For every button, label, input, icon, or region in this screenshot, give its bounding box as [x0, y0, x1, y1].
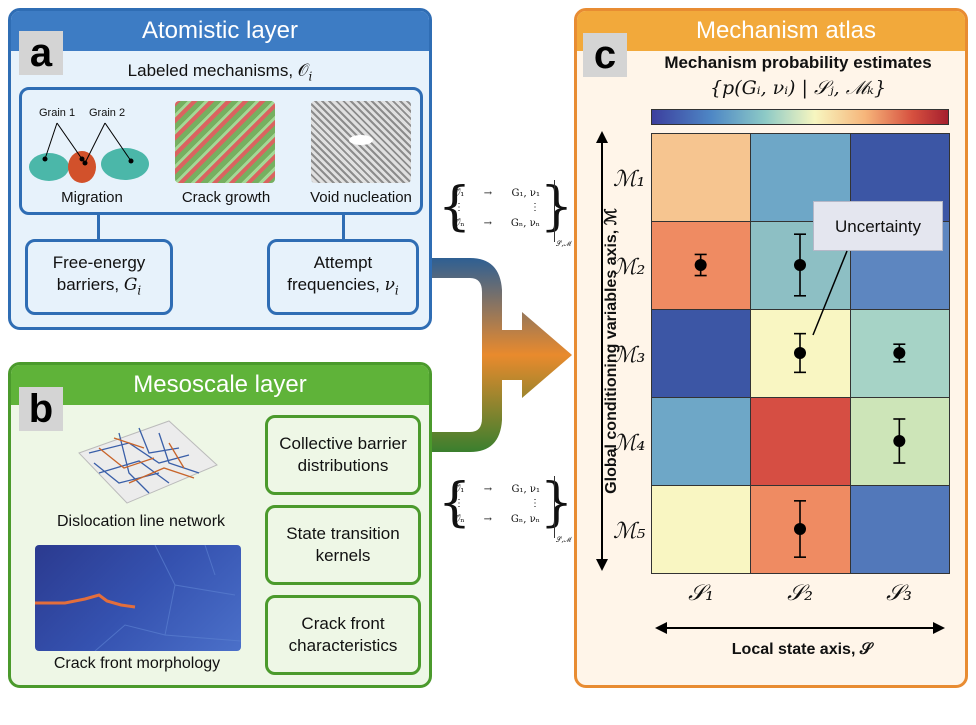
col-label-s3: 𝒮₃	[886, 581, 912, 606]
panel-c: Mechanism atlas c Mechanism probability …	[574, 8, 968, 688]
heatmap-cell	[750, 485, 851, 574]
matrix-top-row2: ⋮⋮	[454, 202, 540, 213]
matrix-top-row3: 𝒪ₙ→Gₙ, νₙ	[454, 218, 540, 229]
error-bar	[893, 418, 906, 464]
crack-growth-image	[175, 101, 275, 183]
error-bar	[794, 332, 806, 374]
y-axis-arrow	[596, 131, 608, 571]
panel-a-title: Atomistic layer	[141, 17, 299, 44]
panel-a-letter: a	[19, 31, 63, 75]
migration-caption: Migration	[61, 189, 123, 206]
matrix-bottom-row3: 𝒪ₙ→Gₙ, νₙ	[454, 514, 540, 525]
grain-1-label: Grain 1	[39, 107, 76, 119]
merge-arrow	[432, 258, 572, 452]
colorbar	[651, 109, 949, 125]
matrix-bottom-row1: 𝒪₁→G₁, ν₁	[454, 484, 540, 495]
void-nucleation-caption: Void nucleation	[310, 189, 412, 206]
uncertainty-label: Uncertainty	[835, 217, 921, 236]
heatmap-cell	[651, 485, 752, 574]
panel-a: Atomistic layer a Labeled mechanisms, 𝒪i…	[8, 8, 432, 330]
row-label-m4: ℳ₄	[613, 431, 646, 456]
panel-a-header: Atomistic layer	[11, 11, 429, 51]
panel-b-title: Mesoscale layer	[133, 371, 307, 398]
connector-right	[342, 215, 345, 239]
error-bar	[893, 343, 906, 363]
col-label-s2: 𝒮₂	[787, 581, 813, 606]
uncertainty-callout: Uncertainty	[813, 201, 943, 251]
attempt-frequencies-box: Attempt frequencies, νi	[267, 239, 419, 315]
panel-b-letter: b	[19, 387, 63, 431]
panel-c-letter: c	[583, 33, 627, 77]
row-label-m2: ℳ₂	[613, 255, 646, 280]
dislocation-caption: Dislocation line network	[56, 513, 226, 530]
error-bar	[794, 233, 806, 297]
migration-image: Grain 1 Grain 2	[27, 101, 157, 185]
heatmap-cell	[849, 485, 950, 574]
panel-b: Mesoscale layer b Dislocation line netwo…	[8, 362, 432, 688]
panel-a-subtitle: Labeled mechanisms, 𝒪i	[127, 61, 313, 84]
panel-c-header: Mechanism atlas	[577, 11, 965, 51]
matrix-notation-top: { 𝒪₁→G₁, ν₁ ⋮⋮ 𝒪ₙ→Gₙ, νₙ } 𝒮,ℳ	[438, 177, 574, 248]
mechanisms-frame	[19, 87, 423, 215]
panel-b-header: Mesoscale layer	[11, 365, 429, 405]
crack-front-image	[35, 545, 241, 651]
y-axis-label: Global conditioning variables axis, ℳ	[603, 208, 620, 494]
heatmap-grid	[651, 133, 950, 574]
row-label-m1: ℳ₁	[613, 167, 646, 192]
panel-c-formula: {p(Gᵢ, νᵢ) | 𝒮ⱼ, ℳₖ}	[709, 77, 887, 99]
heatmap-cell	[651, 309, 752, 398]
col-label-s1: 𝒮₁	[688, 581, 714, 606]
panel-c-subtitle: Mechanism probability estimates	[664, 53, 932, 72]
void-shape	[349, 135, 373, 145]
crack-front-caption: Crack front morphology	[53, 655, 221, 672]
dislocation-network-image	[69, 413, 219, 507]
grain-2-label: Grain 2	[89, 107, 126, 119]
matrix-bottom-row2: ⋮⋮	[454, 498, 540, 509]
row-label-m3: ℳ₃	[613, 343, 646, 368]
void-nucleation-image	[311, 101, 411, 183]
matrix-notation-bottom: { 𝒪₁→G₁, ν₁ ⋮⋮ 𝒪ₙ→Gₙ, νₙ } 𝒮,ℳ	[438, 473, 574, 544]
callout-line	[812, 250, 848, 336]
connector-left	[97, 215, 100, 239]
matrix-top-row1: 𝒪₁→G₁, ν₁	[454, 188, 540, 199]
error-bar	[694, 253, 707, 277]
crack-growth-caption: Crack growth	[181, 189, 271, 206]
panel-c-title: Mechanism atlas	[695, 17, 877, 44]
error-bar	[794, 500, 806, 558]
heatmap-cell	[750, 397, 851, 486]
x-axis-arrow	[655, 622, 945, 634]
error-bars-layer	[694, 233, 906, 558]
row-label-m5: ℳ₅	[613, 519, 646, 544]
x-axis-label: Local state axis, 𝒮	[731, 641, 873, 658]
free-energy-barriers-box: Free-energy barriers, Gi	[25, 239, 173, 315]
